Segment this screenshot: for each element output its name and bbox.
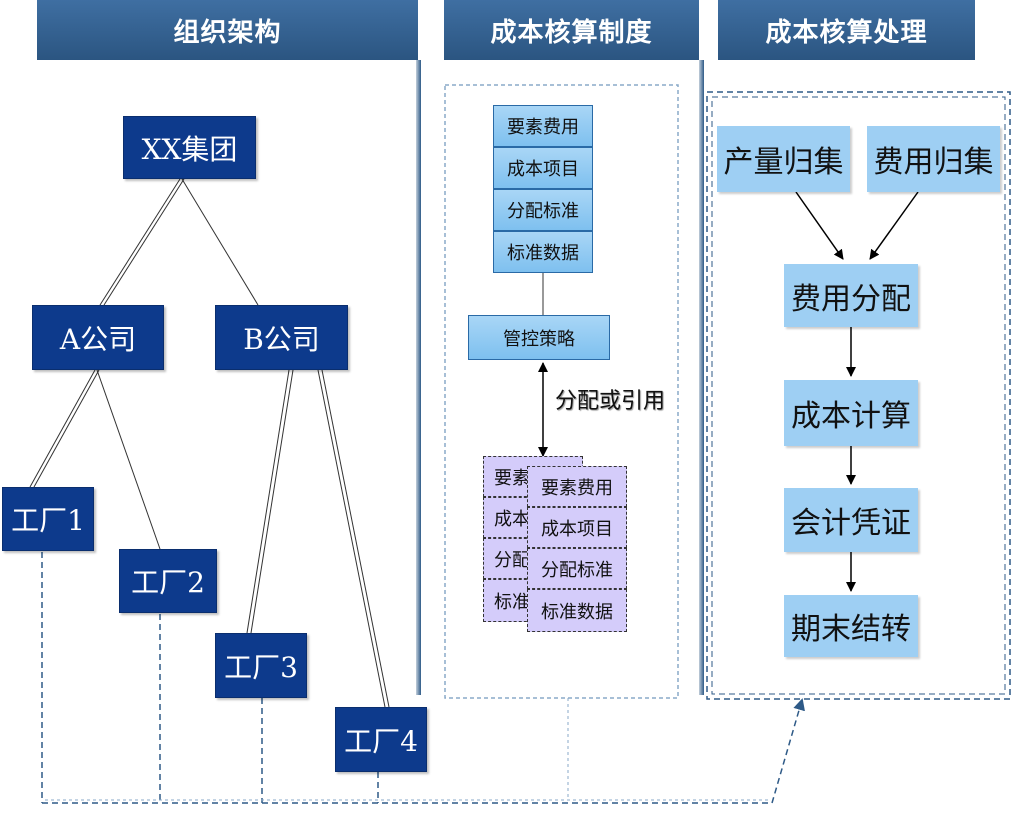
policy-item-cost-item: 成本项目 [493, 147, 593, 189]
copy-front-item: 要素费用 [527, 466, 627, 507]
policy-item-allocation-standard: 分配标准 [493, 189, 593, 231]
group-node: XX集团 [123, 116, 256, 179]
period-end-closing-node: 期末结转 [784, 595, 918, 657]
control-strategy-node: 管控策略 [468, 315, 610, 360]
cost-collection-node: 费用归集 [867, 126, 1000, 192]
policy-item-standard-data: 标准数据 [493, 231, 593, 273]
cost-allocation-node: 费用分配 [784, 264, 918, 327]
output-collection-node: 产量归集 [717, 126, 850, 192]
column-divider [416, 60, 421, 695]
accounting-voucher-node: 会计凭证 [784, 488, 918, 552]
company-a-node: A公司 [32, 305, 164, 370]
header-process: 成本核算处理 [718, 0, 975, 60]
copy-front-item: 标准数据 [527, 589, 627, 632]
header-org: 组织架构 [37, 0, 418, 60]
factory-3-node: 工厂3 [215, 633, 307, 698]
factory-2-node: 工厂2 [119, 549, 217, 613]
policy-item-factor-cost: 要素费用 [493, 105, 593, 147]
header-policy: 成本核算制度 [444, 0, 699, 60]
factory-4-node: 工厂4 [335, 707, 427, 772]
factory-1-node: 工厂1 [2, 487, 94, 551]
company-b-node: B公司 [215, 305, 348, 370]
cost-calculation-node: 成本计算 [784, 380, 918, 446]
allocate-or-reference-label: 分配或引用 [555, 389, 666, 414]
copy-front-item: 分配标准 [527, 548, 627, 589]
column-divider [699, 60, 704, 695]
copy-front-item: 成本项目 [527, 507, 627, 548]
